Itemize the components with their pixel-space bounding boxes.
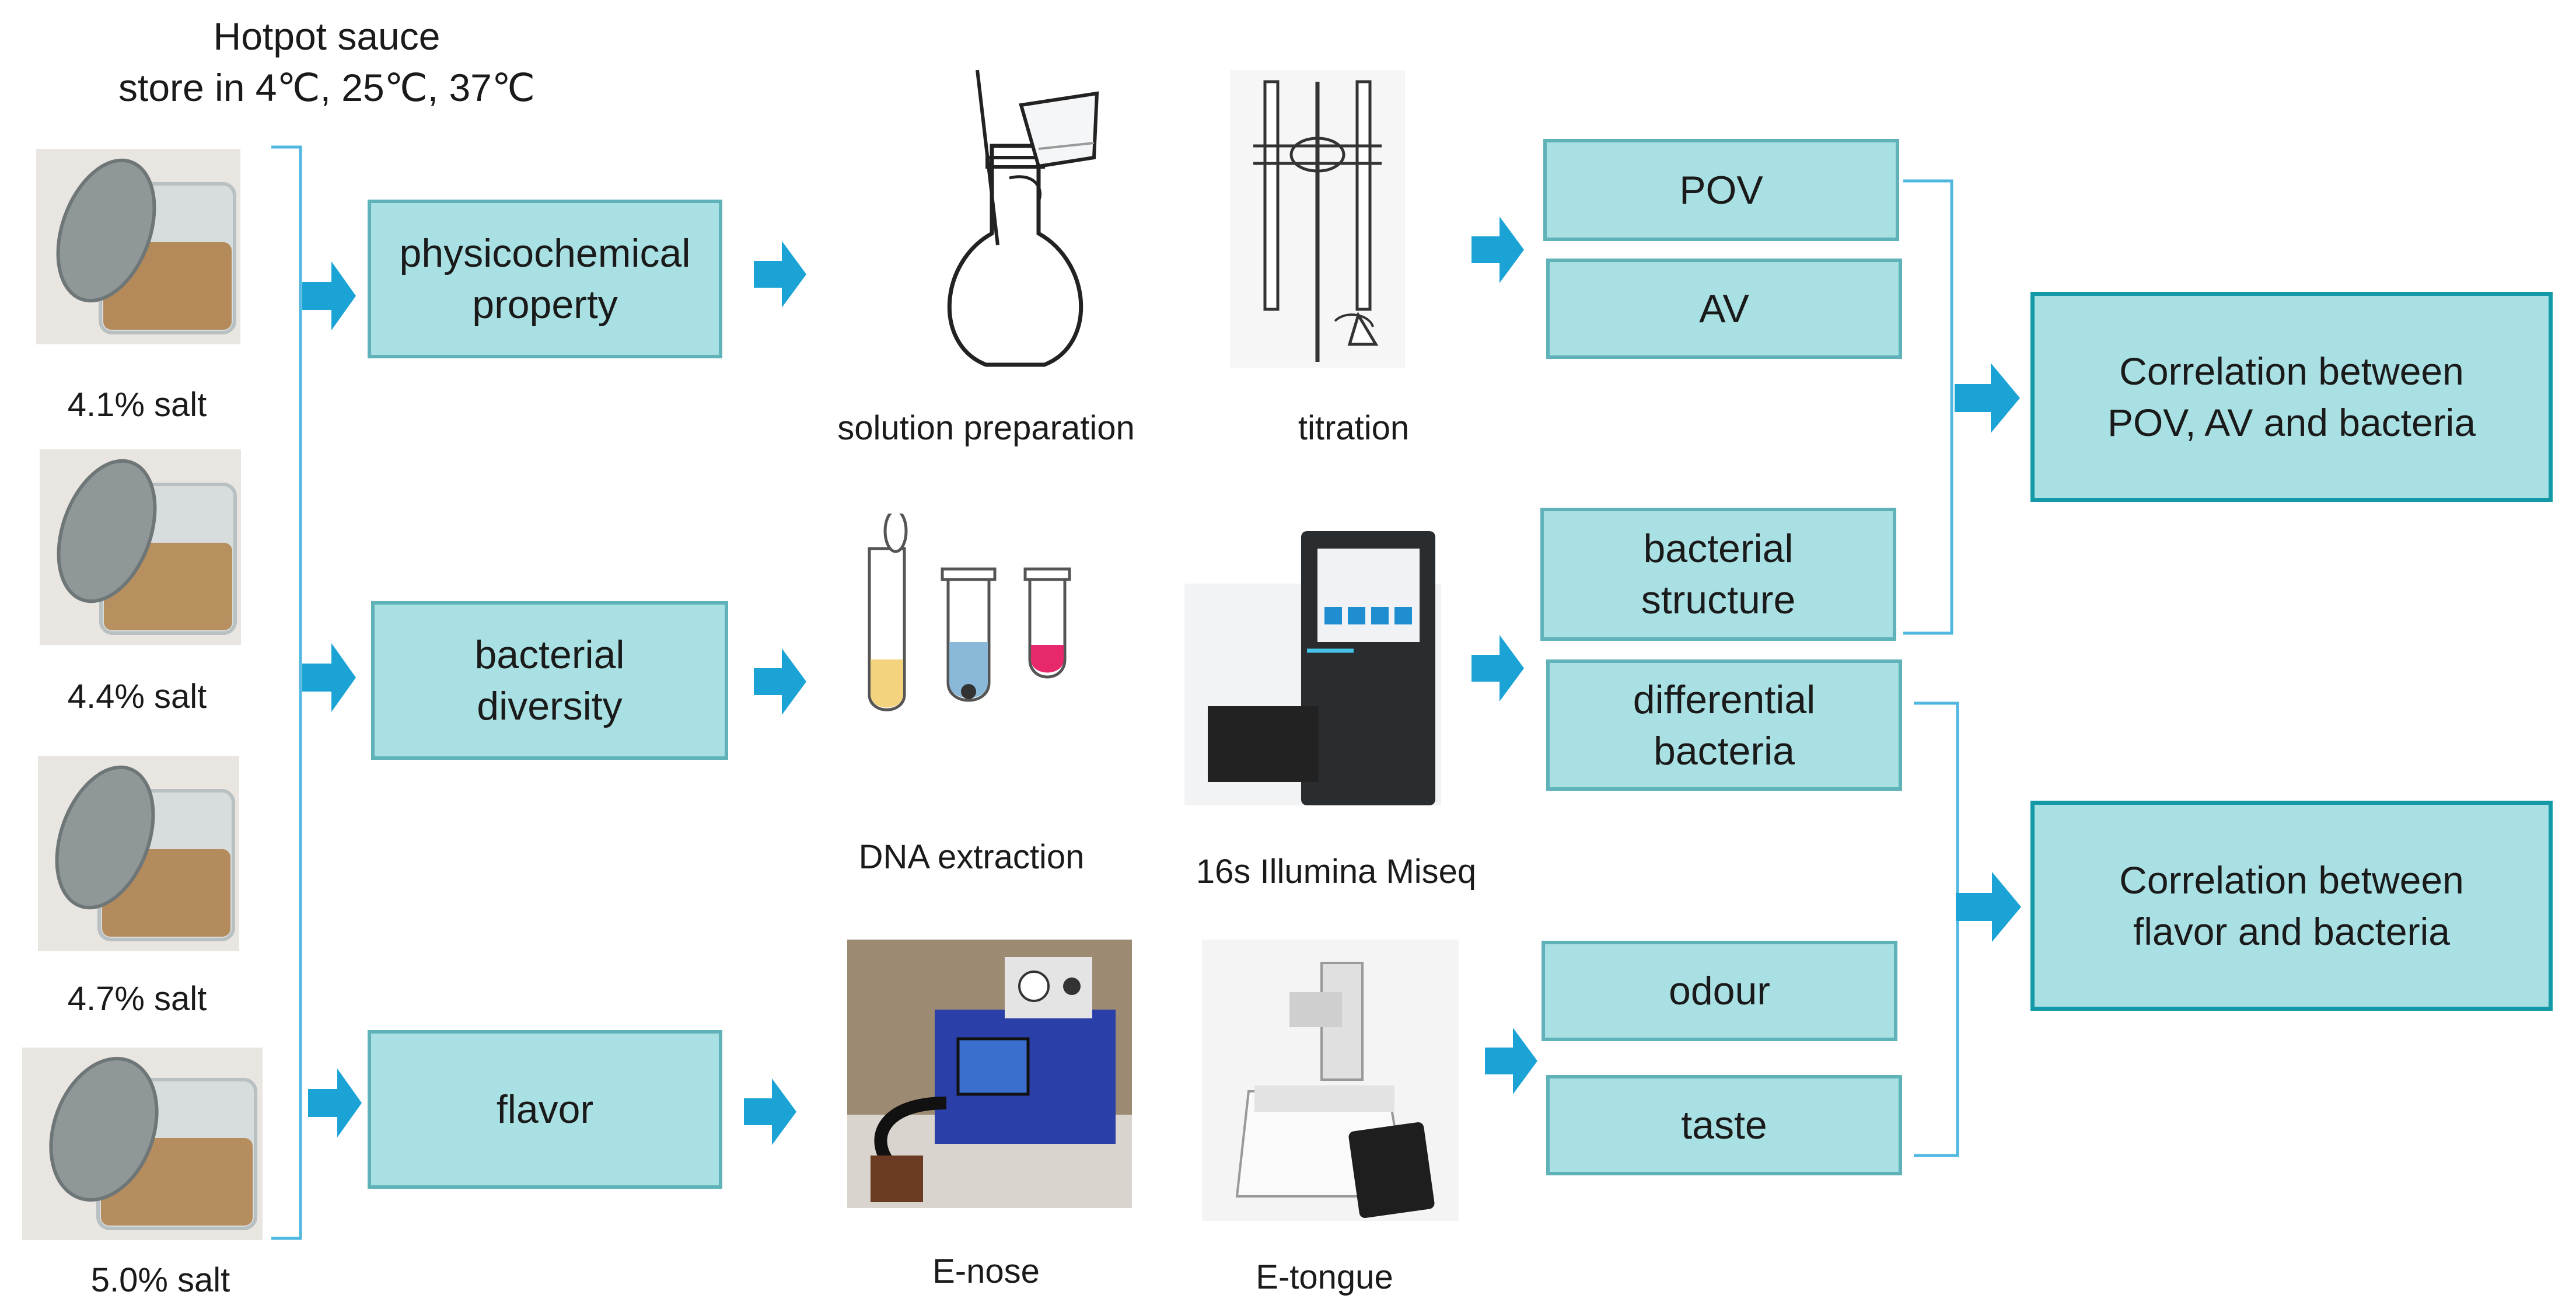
- sample-jar-photo-2: [40, 449, 241, 645]
- sample-label-3: 4.7% salt: [67, 980, 207, 1018]
- header-title-line2: store in 4℃, 25℃, 37℃: [118, 66, 535, 109]
- arrow-to-bacterial-indicators: [1471, 635, 1524, 701]
- label-solution-preparation: solution preparation: [837, 409, 1135, 447]
- arrow-to-pov-av: [1471, 217, 1524, 283]
- header-title-line1: Hotpot sauce: [213, 15, 441, 58]
- sample-label-1: 4.1% salt: [67, 386, 207, 424]
- indicator-taste-box: taste: [1546, 1075, 1902, 1175]
- volumetric-flask-illustration: [947, 70, 1099, 367]
- label-dna-extraction: DNA extraction: [858, 838, 1085, 876]
- indicator-bacterial-structure-box: bacterial structure: [1540, 508, 1896, 641]
- bracket-lower: [1914, 701, 1959, 1157]
- label-titration: titration: [1298, 409, 1410, 447]
- sample-label-2: 4.4% salt: [67, 678, 207, 715]
- sample-jar-photo-4: [22, 1048, 263, 1240]
- analysis-flavor-box: flavor: [368, 1030, 722, 1189]
- arrow-to-correlation-flavor: [1956, 872, 2021, 942]
- indicator-av-box: AV: [1546, 259, 1902, 359]
- arrow-to-bacterial: [302, 643, 356, 712]
- sample-jar-photo-1: [36, 149, 240, 344]
- label-enose: E-nose: [932, 1252, 1040, 1290]
- label-miseq: 16s Illumina Miseq: [1196, 853, 1477, 891]
- sample-jar-photo-3: [38, 756, 239, 951]
- centrifuge-tubes-illustration: [868, 514, 1071, 711]
- e-nose-photo: [847, 940, 1132, 1208]
- arrow-to-physicochemical: [302, 261, 356, 330]
- label-etongue: E-tongue: [1256, 1258, 1393, 1296]
- arrow-to-enose: [744, 1078, 796, 1145]
- arrow-to-flavor: [308, 1069, 362, 1137]
- indicator-odour-box: odour: [1542, 941, 1897, 1041]
- analysis-physicochemical-box: physicochemical property: [368, 200, 722, 358]
- result-correlation-flavor-box: Correlation between flavor and bacteria: [2030, 801, 2553, 1011]
- e-tongue-photo: [1202, 940, 1459, 1221]
- indicator-pov-box: POV: [1543, 139, 1899, 241]
- arrow-to-correlation-pov: [1955, 363, 2020, 433]
- header-title: Hotpot sauce store in 4℃, 25℃, 37℃: [35, 11, 618, 113]
- titration-illustration: [1230, 70, 1405, 368]
- illumina-miseq-illustration: [1184, 531, 1441, 805]
- bracket-upper: [1903, 179, 1953, 635]
- sample-bracket: [271, 145, 302, 1240]
- analysis-bacterial-box: bacterial diversity: [371, 601, 728, 760]
- result-correlation-pov-box: Correlation between POV, AV and bacteria: [2030, 292, 2553, 502]
- arrow-to-odour-taste: [1485, 1028, 1537, 1094]
- arrow-to-solution-prep: [754, 241, 806, 308]
- indicator-differential-bacteria-box: differential bacteria: [1546, 659, 1902, 791]
- sample-label-4: 5.0% salt: [90, 1261, 230, 1299]
- arrow-to-dna-extraction: [754, 648, 806, 715]
